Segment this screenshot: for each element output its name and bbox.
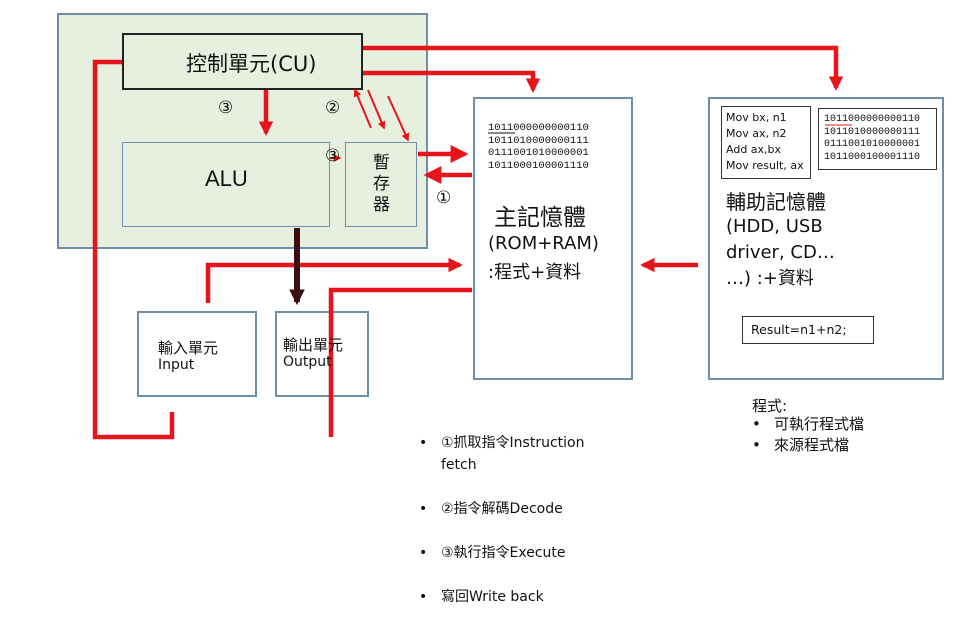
control-unit-label: 控制單元(CU) <box>186 52 317 76</box>
input-unit-en: Input <box>158 357 195 373</box>
aux-binary-line: 0111001010000001 <box>824 139 921 150</box>
control-unit-box <box>122 33 363 90</box>
alu-label: ALU <box>205 166 248 191</box>
arrow-cu-to-memory <box>363 70 541 93</box>
input-unit-label: 輸入單元 <box>158 339 219 357</box>
connection-arrows <box>92 45 852 440</box>
step-item: 寫回Write back <box>419 586 584 608</box>
assembly-code-box <box>721 106 811 179</box>
output-unit-en: Output <box>283 354 332 370</box>
register-box <box>345 142 417 227</box>
memory-binary-line: 1011010000000111 <box>488 134 589 147</box>
aux-memory-title: 輔助記憶體 <box>726 190 826 214</box>
arrow-alu-to-memory <box>205 257 463 303</box>
wire-output-memory <box>328 287 472 437</box>
memory-binary-line: 1011000000000110 <box>488 122 589 134</box>
step-mark-alu-register: ③ <box>325 146 341 166</box>
memory-binary-line: 1011000100001110 <box>488 159 589 172</box>
code-line: Mov result, ax <box>726 159 804 172</box>
step-mark-cu-register: ② <box>325 98 341 118</box>
aux-binary-box <box>818 108 937 170</box>
result-box <box>742 316 874 344</box>
result-label: Result=n1+n2; <box>751 322 847 337</box>
program-list: 可執行程式檔 來源程式檔 <box>752 414 864 456</box>
step-item: ③執行指令Execute <box>419 542 584 564</box>
step-mark-fetch: ① <box>436 188 452 208</box>
aux-memory-desc: (HDD, USB driver, CD… …) :+資料 <box>726 216 835 289</box>
step-item: ②指令解碼Decode <box>419 498 584 520</box>
main-memory-subtitle: (ROM+RAM) <box>488 233 599 254</box>
execution-steps-list: ①抓取指令Instruction fetch ②指令解碼Decode ③執行指令… <box>419 410 584 630</box>
main-memory-content: :程式+資料 <box>488 262 582 283</box>
main-memory-title: 主記憶體 <box>494 205 586 231</box>
arrow-cu-to-register-2 <box>387 95 409 142</box>
arrow-register-to-cu <box>353 88 372 129</box>
step-item: ①抓取指令Instruction fetch <box>419 432 584 476</box>
aux-binary-line: 1011010000000111 <box>824 126 921 138</box>
aux-binary-line: 1011000000000110 <box>824 114 921 125</box>
step-mark-cu-alu: ③ <box>218 98 234 118</box>
arrow-cu-to-register <box>367 89 386 130</box>
aux-binary: 1011000000000110 1011010000000111 011100… <box>824 114 920 164</box>
memory-binary: 1011000000000110 1011010000000111 011100… <box>488 122 589 172</box>
output-unit-label: 輸出單元 <box>283 336 344 354</box>
aux-binary-line: 1011000100001110 <box>824 151 921 163</box>
program-item: 來源程式檔 <box>752 435 864 456</box>
code-line: Add ax,bx <box>726 143 782 156</box>
alu-box <box>122 142 330 227</box>
memory-binary-line: 0111001010000001 <box>488 147 589 159</box>
code-line: Mov bx, n1 <box>726 111 787 124</box>
arrow-cu-to-aux <box>363 45 844 91</box>
main-memory-box <box>473 97 633 380</box>
register-label: 暫 存 器 <box>373 153 390 215</box>
program-item: 可執行程式檔 <box>752 414 864 435</box>
input-unit-box <box>137 311 257 397</box>
program-title: 程式: <box>752 397 788 415</box>
wire-cu-input <box>92 59 175 440</box>
code-line: Mov ax, n2 <box>726 127 787 140</box>
output-unit-box <box>275 311 369 397</box>
assembly-code: Mov bx, n1 Mov ax, n2 Add ax,bx Mov resu… <box>726 110 804 174</box>
